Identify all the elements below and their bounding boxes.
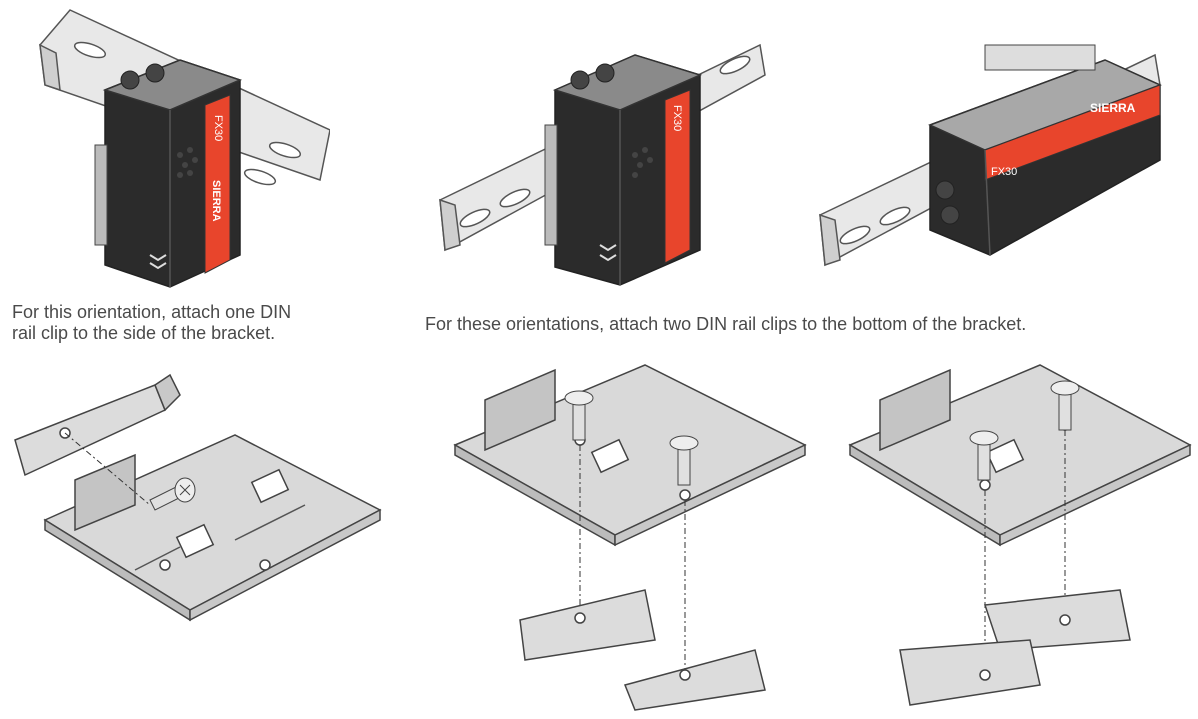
fx30-device: [928, 44, 1162, 256]
bracket-bottom-clips-illustration-2: [840, 350, 1195, 715]
din-rail-clip: [983, 589, 1131, 651]
device-flat-rail-illustration: FX30 SIERRA: [815, 40, 1175, 290]
din-rail-clip: [14, 373, 181, 477]
device-model-label: FX30: [671, 105, 683, 131]
single-clip-caption-line2: rail clip to the side of the bracket.: [12, 323, 276, 343]
device-model-label: FX30: [212, 115, 224, 141]
mounting-bracket: [848, 364, 1192, 547]
fx30-device: [94, 59, 243, 288]
din-rail-clip: [899, 639, 1041, 706]
device-vertical-mount-illustration: FX30 SIERRA: [30, 5, 330, 290]
mounting-bracket: [453, 364, 807, 547]
bracket-bottom-clips-illustration-1: [445, 350, 815, 715]
bracket-side-clip-illustration: [5, 365, 385, 675]
single-clip-caption: For this orientation, attach one DIN rai…: [12, 302, 342, 344]
din-rail-clip: [623, 649, 766, 711]
din-rail-clip: [519, 589, 656, 661]
device-horizontal-rail-illustration: FX30: [430, 5, 770, 290]
mounting-screw: [564, 390, 594, 441]
mounting-bracket: [43, 434, 382, 622]
mounting-screw: [669, 435, 699, 486]
mounting-screw: [969, 430, 999, 481]
device-brand-label: SIERRA: [210, 180, 222, 222]
mounting-screw: [149, 477, 196, 511]
single-clip-caption-line1: For this orientation, attach one DIN: [12, 302, 292, 322]
device-brand-label: SIERRA: [1090, 101, 1136, 115]
fx30-device: [544, 54, 703, 286]
two-clips-caption: For these orientations, attach two DIN r…: [425, 314, 1027, 334]
device-model-label: FX30: [991, 166, 1017, 178]
